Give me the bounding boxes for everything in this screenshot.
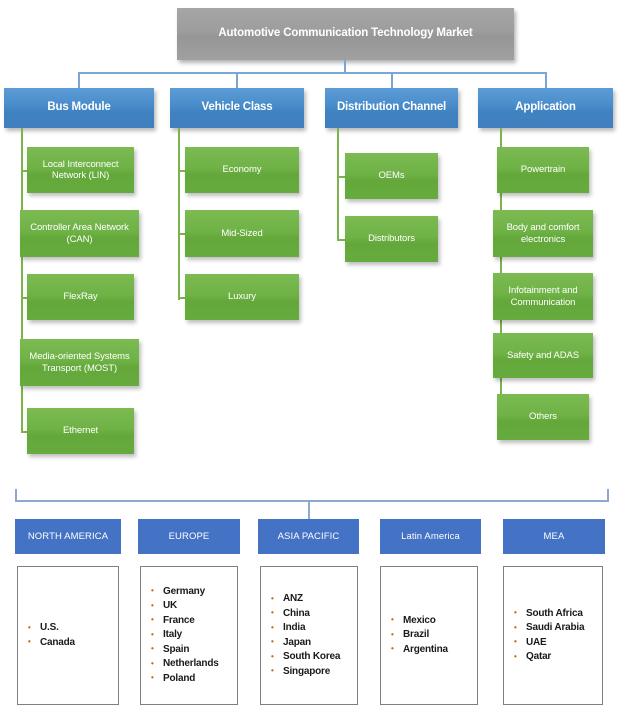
leaf-node-luxury: Luxury <box>185 274 299 320</box>
leaf-node-ethernet: Ethernet <box>27 408 134 454</box>
country-list: Mexico Brazil Argentina <box>381 613 477 658</box>
list-item: UAE <box>514 635 602 651</box>
list-item: U.S. <box>28 621 118 636</box>
connector-root-drop-2 <box>236 72 238 89</box>
connector-root-stem <box>344 60 346 73</box>
connector-distribution-stub-2 <box>337 239 346 241</box>
connector-vehicle-class-stub-2 <box>178 233 186 235</box>
connector-region-bracket-right-tick <box>607 489 609 501</box>
connector-bus-module-stub-5 <box>21 431 28 433</box>
connector-region-bracket-bar <box>15 500 609 502</box>
list-item: Netherlands <box>151 657 237 672</box>
category-node-distribution-channel: Distribution Channel <box>325 88 458 128</box>
region-header-latin-america: Latin America <box>380 519 481 554</box>
connector-bus-module-stub-1 <box>21 170 28 172</box>
leaf-node-economy: Economy <box>185 147 299 193</box>
region-header-mea: MEA <box>503 519 605 554</box>
leaf-node-flexray: FlexRay <box>27 274 134 320</box>
country-list: Germany UK France Italy Spain Netherland… <box>141 584 237 687</box>
connector-distribution-stub-1 <box>337 176 346 178</box>
leaf-node-distributors: Distributors <box>345 216 438 262</box>
list-item: India <box>271 621 357 636</box>
leaf-node-lin: Local Interconnect Network (LIN) <box>27 147 134 193</box>
region-header-europe: EUROPE <box>138 519 240 554</box>
leaf-node-most: Media-oriented Systems Transport (MOST) <box>20 339 139 386</box>
list-item: Saudi Arabia <box>514 621 602 636</box>
country-list: South Africa Saudi Arabia UAE Qatar <box>504 606 602 665</box>
list-item: Qatar <box>514 650 602 665</box>
list-item: Japan <box>271 635 357 651</box>
connector-vehicle-class-stub-3 <box>178 297 186 299</box>
list-item: Spain <box>151 642 237 658</box>
region-list-asia-pacific: ANZ China India Japan South Korea Singap… <box>260 566 358 705</box>
connector-root-drop-3 <box>391 72 393 89</box>
country-list: U.S. Canada <box>18 621 118 650</box>
list-item: Singapore <box>271 664 357 680</box>
list-item: China <box>271 606 357 622</box>
leaf-node-body-comfort: Body and comfort electronics <box>493 210 593 257</box>
connector-root-drop-4 <box>545 72 547 89</box>
leaf-node-safety-adas: Safety and ADAS <box>493 333 593 378</box>
list-item: Poland <box>151 671 237 687</box>
category-node-vehicle-class: Vehicle Class <box>170 88 304 128</box>
connector-region-bracket-left-tick <box>15 489 17 501</box>
region-list-north-america: U.S. Canada <box>17 566 119 705</box>
region-list-mea: South Africa Saudi Arabia UAE Qatar <box>503 566 603 705</box>
list-item: Brazil <box>391 628 477 643</box>
list-item: South Africa <box>514 606 602 622</box>
category-node-bus-module: Bus Module <box>4 88 154 128</box>
country-list: ANZ China India Japan South Korea Singap… <box>261 592 357 679</box>
list-item: Italy <box>151 628 237 643</box>
list-item: Canada <box>28 635 118 651</box>
connector-root-drop-1 <box>78 72 80 89</box>
list-item: South Korea <box>271 650 357 665</box>
leaf-node-infotainment: Infotainment and Communication <box>493 273 593 320</box>
leaf-node-others: Others <box>497 394 589 440</box>
connector-distribution-trunk <box>337 128 339 240</box>
connector-vehicle-class-stub-1 <box>178 170 186 172</box>
connector-region-bracket-stem <box>308 500 310 519</box>
region-list-latin-america: Mexico Brazil Argentina <box>380 566 478 705</box>
root-node: Automotive Communication Technology Mark… <box>177 8 514 60</box>
leaf-node-oems: OEMs <box>345 153 438 199</box>
leaf-node-powertrain: Powertrain <box>497 147 589 193</box>
connector-bus-module-stub-3 <box>21 297 28 299</box>
connector-root-bus <box>78 72 546 74</box>
list-item: Germany <box>151 584 237 600</box>
category-node-application: Application <box>478 88 613 128</box>
list-item: Mexico <box>391 613 477 629</box>
leaf-node-mid-sized: Mid-Sized <box>185 210 299 257</box>
list-item: Argentina <box>391 642 477 658</box>
region-list-europe: Germany UK France Italy Spain Netherland… <box>140 566 238 705</box>
list-item: ANZ <box>271 592 357 607</box>
connector-bus-module-trunk <box>21 128 23 433</box>
region-header-asia-pacific: ASIA PACIFIC <box>258 519 359 554</box>
region-header-north-america: NORTH AMERICA <box>15 519 121 554</box>
list-item: UK <box>151 599 237 614</box>
connector-vehicle-class-trunk <box>178 128 180 300</box>
leaf-node-can: Controller Area Network (CAN) <box>20 210 139 257</box>
list-item: France <box>151 613 237 629</box>
